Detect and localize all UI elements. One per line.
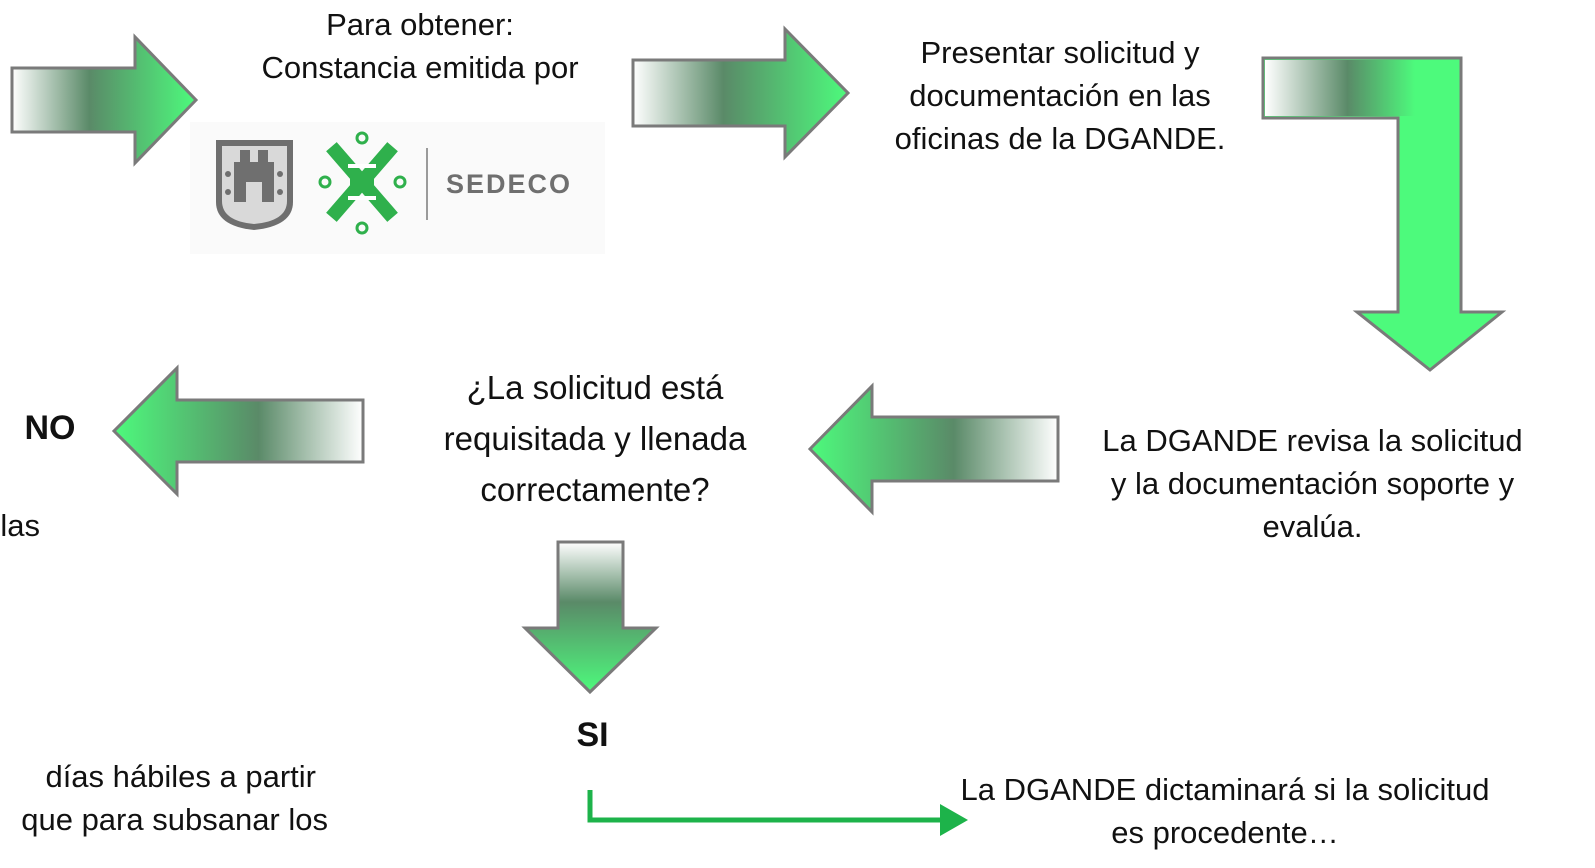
no-partial-text: las — [0, 508, 40, 543]
left-arrow-no — [111, 364, 365, 498]
si-label: SI — [576, 716, 609, 754]
present-line-3: oficinas de la DGANDE. — [894, 121, 1226, 156]
present-text: Presentar solicitud y documentación en l… — [860, 31, 1260, 160]
sedeco-logo: SEDECO — [190, 122, 605, 254]
dictamen-text: La DGANDE dictaminará si la solicitud es… — [930, 768, 1520, 854]
left-partial-line-2: que para subsanar los — [21, 802, 328, 837]
dictamen-line-1: La DGANDE dictaminará si la solicitud — [960, 772, 1490, 807]
review-line-2: y la documentación soporte y — [1110, 466, 1515, 501]
question-text: ¿La solicitud está requisitada y llenada… — [395, 362, 795, 515]
review-line-1: La DGANDE revisa la solicitud — [1102, 423, 1523, 458]
bent-down-arrow — [1261, 56, 1507, 372]
obtain-line-2: Constancia emitida por — [261, 50, 579, 85]
present-line-2: documentación en las — [909, 78, 1211, 113]
left-arrow-1 — [807, 382, 1060, 516]
obtain-line-1: Para obtener: — [326, 7, 514, 42]
question-line-1: ¿La solicitud está — [466, 369, 724, 406]
question-line-3: correctamente? — [480, 471, 710, 508]
left-partial-line-1: días hábiles a partir — [45, 759, 316, 794]
cdmx-shield-icon — [216, 140, 293, 230]
down-arrow-si — [521, 540, 660, 695]
left-partial-text: días hábiles a partir que para subsanar … — [0, 755, 328, 841]
review-line-3: evalúa. — [1262, 509, 1363, 544]
dictamen-line-2: es procedente… — [1111, 815, 1339, 850]
sedeco-emblem-icon — [318, 131, 407, 235]
connector-line — [587, 790, 945, 823]
no-label: NO — [24, 409, 76, 447]
review-text: La DGANDE revisa la solicitud y la docum… — [1075, 419, 1550, 548]
right-arrow-1 — [10, 33, 199, 167]
connector-arrowhead — [940, 804, 968, 836]
question-line-2: requisitada y llenada — [443, 420, 747, 457]
obtain-text: Para obtener: Constancia emitida por — [215, 3, 625, 89]
logo-text: SEDECO — [446, 169, 572, 199]
present-line-1: Presentar solicitud y — [920, 35, 1200, 70]
right-arrow-2 — [631, 25, 851, 161]
